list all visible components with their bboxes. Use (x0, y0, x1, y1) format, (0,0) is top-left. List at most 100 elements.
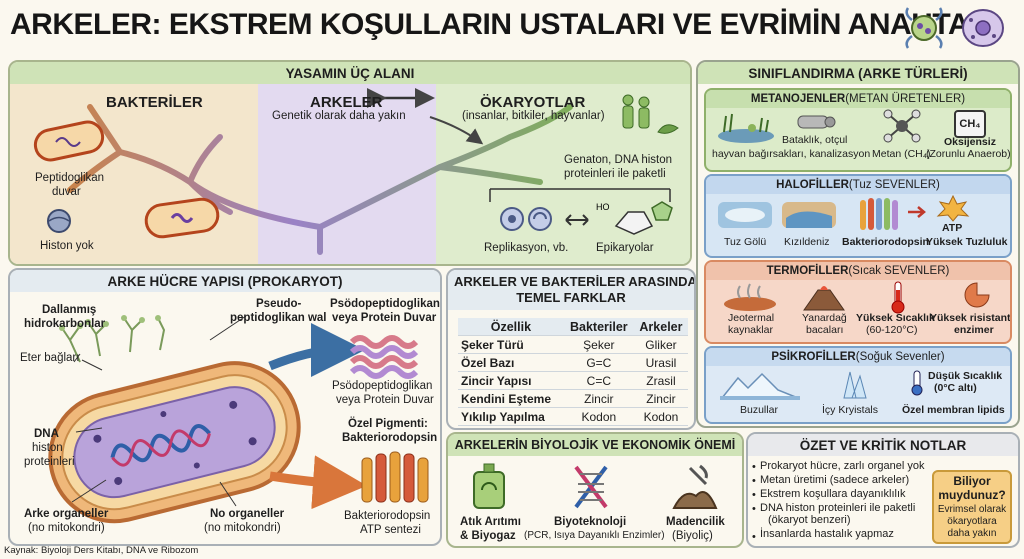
pigment-label-2: Bakteriorodopsin (342, 432, 438, 444)
archaea-cell-diagram (48, 315, 429, 524)
psodo-top-label-2: veya Protein Duvar (332, 312, 437, 324)
thermophiles-header: TERMOFİLLER (Sıcak SEVENLER) (706, 262, 1010, 280)
note-item: (ökaryot benzeri) (768, 514, 851, 526)
enzyme-icon (964, 282, 990, 308)
cell-header: ARKE HÜCRE YAPISI (PROKARYOT) (10, 270, 440, 292)
bacteriorhodopsin-icon (860, 198, 898, 230)
arrow-right-icon (908, 206, 926, 218)
psodo-top-label-1: Psödopeptidoglikan (330, 298, 440, 310)
high-temp-label-1: Yüksek Sıcaklık (856, 312, 935, 324)
archaea-region (258, 84, 436, 264)
salt-lake-icon (718, 202, 772, 228)
lipids-label: Özel membran lipids (902, 404, 1005, 416)
pseudo-label-1: Pseudo- (256, 298, 302, 310)
table-cell: Gliker (633, 335, 688, 354)
ether-label: Eter bağları (20, 352, 80, 364)
importance-item-1-l1: Atık Arıtımı (460, 516, 521, 528)
table-cell: Zincir (563, 389, 634, 408)
no-histone-label: Histon yok (40, 240, 94, 252)
atp-synthesis-label-2: ATP sentezi (360, 524, 421, 536)
did-you-know-body-3: daha yakın (947, 528, 997, 539)
psychrophiles-subtitle: (Soğuk Sevenler) (855, 351, 945, 363)
geothermal-icon (724, 283, 776, 311)
biogas-tank-icon (473, 463, 505, 509)
bacteria-region (10, 84, 258, 264)
methanogens-header: METANOJENLER (METAN ÜRETENLER) (706, 90, 1010, 108)
branched-label-2: hidrokarbonlar (24, 318, 106, 330)
sugar-molecule-icon: HO (596, 201, 673, 235)
high-salt-label: Yüksek Tuzluluk (926, 236, 1008, 248)
pigment-label-1: Özel Pigmenti: (348, 418, 428, 430)
differences-header-1: ARKELER VE BAKTERİLER ARASINDAKİ (454, 274, 696, 289)
column-header: Bakteriler (563, 318, 634, 336)
atp-synthesis-label-1: Bakteriorodopsin (344, 510, 431, 522)
ice-crystals-icon (843, 371, 867, 399)
source-note: Kaynak: Biyoloji Ders Kitabı, DNA ve Rib… (4, 545, 199, 556)
red-sea-label: Kızıldeniz (784, 236, 830, 248)
table-cell: Urasil (633, 353, 688, 372)
pipe-icon (797, 115, 836, 129)
enzyme-label-2: enzimer (954, 324, 994, 336)
methanogens-box: METANOJENLER (METAN ÜRETENLER) Bataklık,… (704, 88, 1012, 172)
importance-item-1-l2: & Biyogaz (460, 530, 516, 542)
bullets: ••••• (752, 461, 756, 543)
eukaryote-sub: (insanlar, bitkiler, hayvanlar) (462, 110, 605, 122)
double-arrow-icon (565, 214, 589, 226)
note-item: DNA histon proteinleri ile paketli (760, 502, 916, 514)
thermophiles-title: TERMOFİLLER (766, 265, 849, 277)
peptidoglycan-label-1: Peptidoglikan (35, 172, 105, 184)
swamp-label-2: hayvan bağırsakları, kanalizasyon (712, 148, 871, 160)
glacier-label: Buzullar (740, 404, 778, 416)
human-plant-icon (622, 94, 679, 134)
table-cell: C=C (563, 371, 634, 390)
note-item: İnsanlarda hastalık yapmaz (760, 528, 894, 540)
crystals-label: İçy Kryistals (822, 404, 879, 416)
methanogens-title: METANOJENLER (750, 93, 846, 105)
dna-label-3: proteinleri (24, 456, 75, 468)
psodo-bot-label-2: veya Protein Duvar (336, 394, 434, 406)
epikaryotic-label: Epikaryolar (596, 242, 654, 254)
classification-panel: SINIFLANDIRMA (ARKE TÜRLERİ) METANOJENLE… (696, 60, 1020, 428)
bacteria-label: BAKTERİLER (106, 94, 203, 111)
mining-icon (672, 464, 718, 509)
red-sea-icon (782, 202, 836, 228)
psodo-bot-label-1: Psödopeptidoglikan (332, 380, 433, 392)
psychrophiles-title: PSİKROFİLLER (771, 351, 856, 363)
no-organelles-label-1: No organeller (210, 508, 285, 520)
anaerob-label-2: (Zorunlu Anaerob) (926, 148, 1011, 160)
dna-label-1: DNA (34, 428, 59, 440)
thermometer-cold-icon (911, 370, 923, 396)
importance-item-3-l1: Madencilik (666, 516, 725, 528)
dna-label-2: histon (32, 442, 63, 454)
volcano-label-2: bacaları (806, 324, 844, 336)
domains-header: YASAMIN ÜÇ ALANI (10, 62, 690, 84)
importance-item-3-l2: (Biyoliç) (672, 530, 713, 542)
differences-panel: ARKELER VE BAKTERİLER ARASINDAKİ TEMEL F… (446, 268, 696, 430)
table-cell: G=C (563, 353, 634, 372)
replication-label: Replikasyon, vb. (484, 242, 569, 254)
peptidoglycan-label-2: duvar (52, 186, 81, 198)
note-item: Metan üretimi (sadece arkeler) (760, 474, 910, 486)
methane-molecule-icon (883, 109, 921, 143)
three-domains-panel: YASAMIN ÜÇ ALANI BAKTERİLER Peptidoglika… (8, 60, 692, 266)
ch4-label: CH₄ (959, 118, 981, 130)
note-item: Prokaryot hücre, zarlı organel yok (760, 460, 925, 472)
eukaryote-label: ÖKARYOTLAR (480, 94, 586, 111)
row-label: Zincir Yapısı (458, 371, 564, 390)
table-header-row: Özellik Bakteriler Arkeler (458, 318, 688, 336)
halophiles-header: HALOFİLLER (Tuz SEVENLER) (706, 176, 1010, 194)
table-cell: Zrasil (633, 371, 688, 390)
high-temp-label-2: (60-120°C) (866, 324, 918, 336)
atp-burst-icon (936, 194, 970, 222)
did-you-know-body-1: Evrimsel olarak (937, 504, 1007, 515)
thermophiles-box: TERMOFİLLER (Sıcak SEVENLER) Jeotermal k… (704, 260, 1012, 344)
svg-text:HO: HO (596, 202, 610, 212)
did-you-know-body-2: ökaryotlara (947, 516, 997, 527)
archaea-label: ARKELER (310, 94, 383, 111)
